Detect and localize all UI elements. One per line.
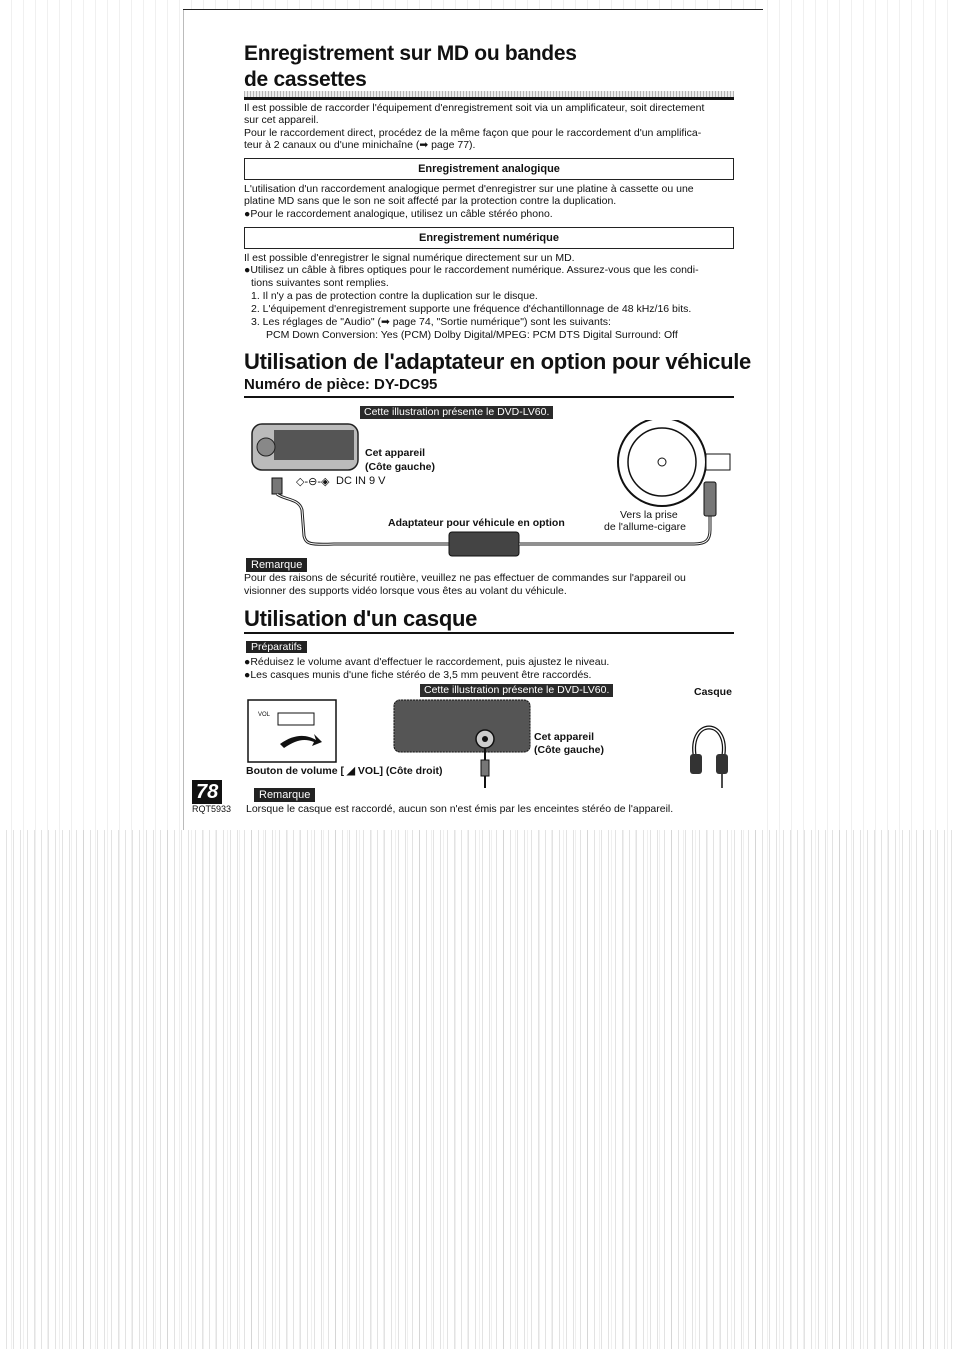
car-remark-line-2: visionner des supports vidéo lorsque vou… [244, 585, 567, 597]
digital-item-1: 1. Il n'y a pas de protection contre la … [251, 290, 538, 302]
dc-plug [271, 477, 283, 495]
top-rule [183, 9, 763, 10]
intro-line-2: sur cet appareil. [244, 114, 319, 126]
headphones-label: Casque [694, 686, 732, 698]
illustration-banner-car: Cette illustration présente le DVD-LV60. [360, 406, 554, 419]
section-rule [244, 396, 734, 398]
volume-inset-frame [247, 699, 337, 763]
digital-line-1: Il est possible d'enregistrer le signal … [244, 252, 575, 264]
section-rule [244, 632, 734, 634]
socket-label-2: de l'allume-cigare [604, 521, 686, 533]
car-adapter-diagram [251, 420, 731, 557]
headphones-diagram [247, 699, 728, 788]
intro-line-4: teur à 2 canaux ou d'une minichaîne (➡ p… [244, 139, 476, 151]
intro-line-3: Pour le raccordement direct, procédez de… [244, 127, 702, 139]
digital-item-3-settings: PCM Down Conversion: Yes (PCM) Dolby Dig… [266, 329, 678, 341]
turn-arrow-icon [280, 734, 322, 748]
steering-wheel-inner [627, 427, 697, 497]
dashboard-socket-icon [705, 453, 731, 471]
headphone-plug-icon [480, 759, 490, 777]
digital-item-2: 2. L'équipement d'enregistrement support… [251, 303, 692, 315]
prep-line-2: ●Les casques munis d'une fiche stéréo de… [244, 669, 592, 681]
intro-line-1: Il est possible de raccorder l'équipemen… [244, 102, 705, 114]
analog-heading: Enregistrement analogique [418, 163, 560, 175]
headphone-jack-hole [482, 736, 488, 742]
section-rule [244, 97, 734, 100]
doc-code: RQT5933 [192, 804, 232, 814]
vol-small-label: VOL [258, 712, 271, 718]
illustration-banner-headphones: Cette illustration présente le DVD-LV60. [420, 684, 614, 697]
analog-line-2: platine MD sans que le son ne soit affec… [244, 195, 617, 207]
car-unit-label-2: (Côte gauche) [365, 461, 436, 473]
page-number: 78 [192, 780, 223, 804]
remark-label-headphones: Remarque [254, 788, 316, 802]
dc-polarity-icon: ◇-⊖-◈ [296, 476, 330, 488]
headphones-band-highlight [693, 726, 725, 763]
adapter-module-icon [448, 531, 520, 557]
dvd-player-panel [274, 430, 354, 460]
volume-button-label: Bouton de volume [ ◢ VOL] (Côte droit) [246, 765, 443, 777]
prep-line-1: ●Réduisez le volume avant d'effectuer le… [244, 656, 610, 668]
section-title-recording: Enregistrement sur MD ou bandes [244, 42, 577, 65]
section-title-car-adapter: Utilisation de l'adaptateur en option po… [244, 349, 751, 374]
dvd-player-rear-view [393, 699, 531, 753]
headphones-left-cup [690, 754, 702, 774]
preparation-label: Préparatifs [246, 641, 307, 653]
steering-wheel-hub [657, 457, 667, 467]
remark-label-car: Remarque [246, 558, 308, 572]
section-title-recording-line2: de cassettes [244, 68, 367, 91]
title-underline-texture [244, 91, 734, 97]
analog-heading-box: Enregistrement analogique [244, 158, 734, 180]
car-adapter-label: Adaptateur pour véhicule en option [388, 517, 565, 529]
car-remark-line-1: Pour des raisons de sécurité routière, v… [244, 572, 686, 584]
dc-in-label: DC IN 9 V [336, 475, 386, 487]
digital-line-2: ●Utilisez un câble à fibres optiques pou… [244, 264, 699, 276]
analog-line-3: ●Pour le raccordement analogique, utilis… [244, 208, 553, 220]
volume-slider-icon [277, 712, 315, 726]
dvd-player-knob [256, 437, 276, 457]
digital-heading: Enregistrement numérique [419, 232, 559, 244]
headphones-right-cup [716, 754, 728, 774]
socket-label-1: Vers la prise [620, 509, 678, 521]
digital-line-3: tions suivantes sont remplies. [251, 277, 389, 289]
page-lower-stripes [0, 830, 954, 1349]
headphone-unit-label-2: (Côte gauche) [534, 744, 605, 756]
adapter-cable-right-highlight [519, 516, 711, 545]
cigarette-plug-icon [703, 481, 717, 517]
digital-heading-box: Enregistrement numérique [244, 227, 734, 249]
section-title-headphones: Utilisation d'un casque [244, 606, 478, 631]
adapter-cable-left-highlight [276, 493, 449, 545]
headphone-unit-label-1: Cet appareil [534, 731, 595, 743]
car-unit-label-1: Cet appareil [365, 447, 426, 459]
dvd-player-texture [393, 699, 531, 753]
headphones-remark-line: Lorsque le casque est raccordé, aucun so… [246, 803, 674, 815]
part-number: Numéro de pièce: DY-DC95 [244, 376, 438, 393]
analog-line-1: L'utilisation d'un raccordement analogiq… [244, 183, 694, 195]
digital-item-3: 3. Les réglages de "Audio" (➡ page 74, "… [251, 316, 611, 328]
